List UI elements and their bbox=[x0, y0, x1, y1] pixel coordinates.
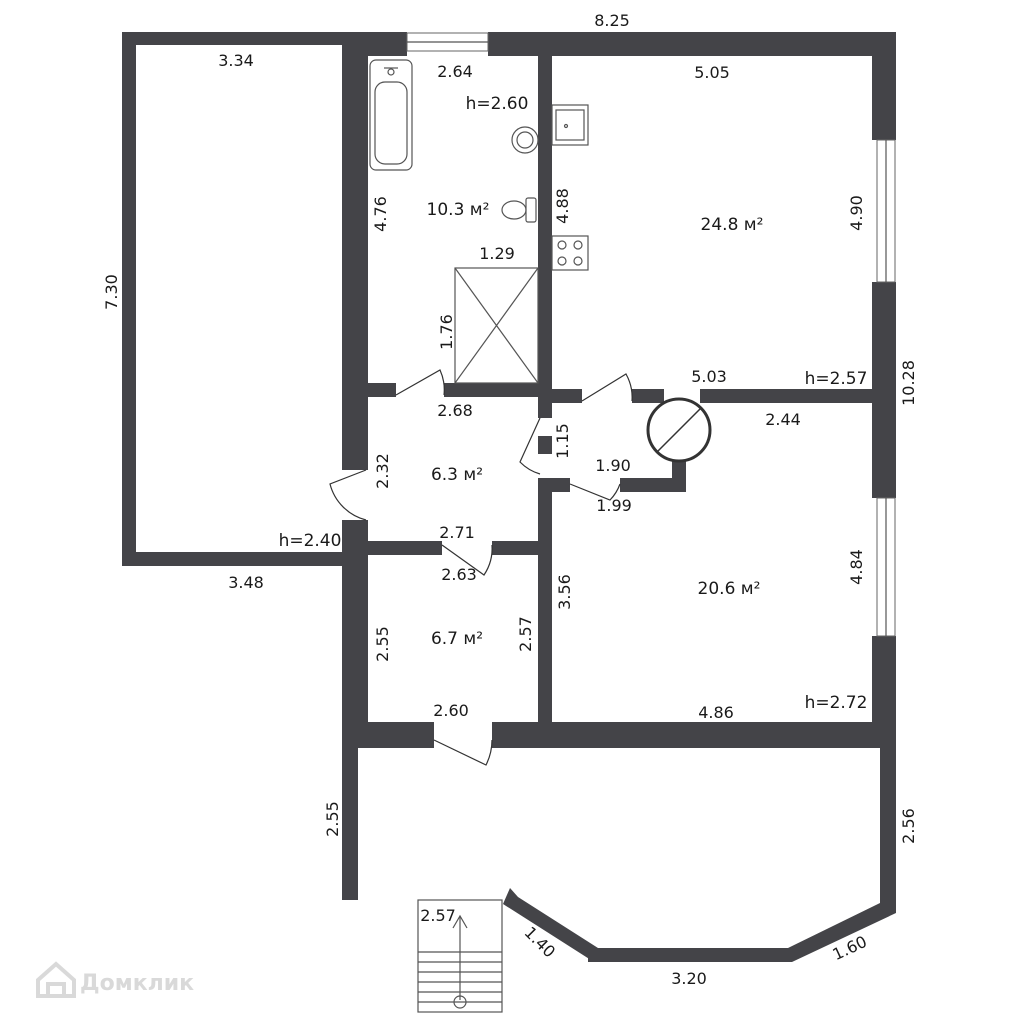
area-bath: 10.3 м² bbox=[427, 200, 490, 220]
attic-hatch-icon bbox=[454, 267, 539, 384]
dim-small-top: 2.63 bbox=[441, 565, 477, 584]
dim-corridor-width: 1.90 bbox=[595, 456, 631, 475]
dim-bath-right: 4.88 bbox=[553, 188, 572, 224]
dim-hall-bottom: 2.71 bbox=[439, 523, 475, 542]
dim-veranda-right: 2.56 bbox=[899, 808, 918, 844]
dim-room20-left: 3.56 bbox=[555, 574, 574, 610]
area-room-small: 6.7 м² bbox=[431, 629, 483, 649]
dim-overall-right: 10.28 bbox=[899, 360, 918, 406]
dim-left-room-bottom: 3.48 bbox=[228, 573, 264, 592]
dim-room20-bottom: 4.86 bbox=[698, 703, 734, 722]
dim-hall-side: 2.32 bbox=[373, 453, 392, 489]
dim-veranda-bottom: 3.20 bbox=[671, 969, 707, 988]
area-kitchen: 24.8 м² bbox=[701, 215, 764, 235]
dim-room20-top: 2.44 bbox=[765, 410, 801, 429]
dim-kitchen-bottom: 5.03 bbox=[691, 367, 727, 386]
kitchen-sink-icon bbox=[551, 104, 589, 146]
dim-hatch-side: 1.76 bbox=[437, 314, 456, 350]
height-left-room: h=2.40 bbox=[279, 531, 342, 551]
doors bbox=[329, 369, 633, 766]
height-room-large: h=2.72 bbox=[805, 693, 868, 713]
walls bbox=[122, 32, 896, 962]
watermark: Домклик bbox=[36, 961, 194, 998]
dim-left-room-height: 7.30 bbox=[102, 274, 121, 310]
stove-icon bbox=[551, 235, 589, 271]
height-bath: h=2.60 bbox=[466, 94, 529, 114]
area-hall: 6.3 м² bbox=[431, 465, 483, 485]
height-labels: h=2.60 h=2.57 h=2.40 h=2.72 bbox=[279, 94, 868, 713]
sink-icon bbox=[511, 126, 539, 154]
dim-bath-left: 4.76 bbox=[371, 196, 390, 232]
dim-kitchen-right: 4.90 bbox=[847, 195, 866, 231]
dim-small-right: 2.57 bbox=[516, 616, 535, 652]
boiler-icon bbox=[646, 397, 712, 463]
dim-small-bottom: 2.60 bbox=[433, 701, 469, 720]
dim-left-room-top: 3.34 bbox=[218, 51, 254, 70]
dim-stairs-width: 2.57 bbox=[420, 906, 456, 925]
area-labels: 10.3 м² 24.8 м² 6.3 м² 6.7 м² 20.6 м² bbox=[427, 200, 764, 649]
dimension-labels: 8.25 10.28 3.34 7.30 3.48 2.64 4.76 4.88… bbox=[102, 11, 918, 988]
home-logo-icon bbox=[36, 961, 76, 998]
area-room-large: 20.6 м² bbox=[698, 579, 761, 599]
dim-hall-top: 2.68 bbox=[437, 401, 473, 420]
watermark-text: Домклик bbox=[80, 971, 194, 996]
windows bbox=[406, 32, 896, 637]
stairs-icon bbox=[417, 899, 503, 1013]
dim-corridor-side: 1.15 bbox=[553, 423, 572, 459]
dim-small-left: 2.55 bbox=[373, 626, 392, 662]
dim-kitchen-top: 5.05 bbox=[694, 63, 730, 82]
dim-veranda-left: 2.55 bbox=[323, 801, 342, 837]
toilet-icon bbox=[501, 197, 537, 223]
dim-bath-top: 2.64 bbox=[437, 62, 473, 81]
bathtub-icon bbox=[369, 59, 413, 171]
dim-hatch-top: 1.29 bbox=[479, 244, 515, 263]
dim-room20-right: 4.84 bbox=[847, 549, 866, 585]
dim-corridor-bottom: 1.99 bbox=[596, 496, 632, 515]
dim-overall-top: 8.25 bbox=[594, 11, 630, 30]
height-kitchen: h=2.57 bbox=[805, 369, 868, 389]
